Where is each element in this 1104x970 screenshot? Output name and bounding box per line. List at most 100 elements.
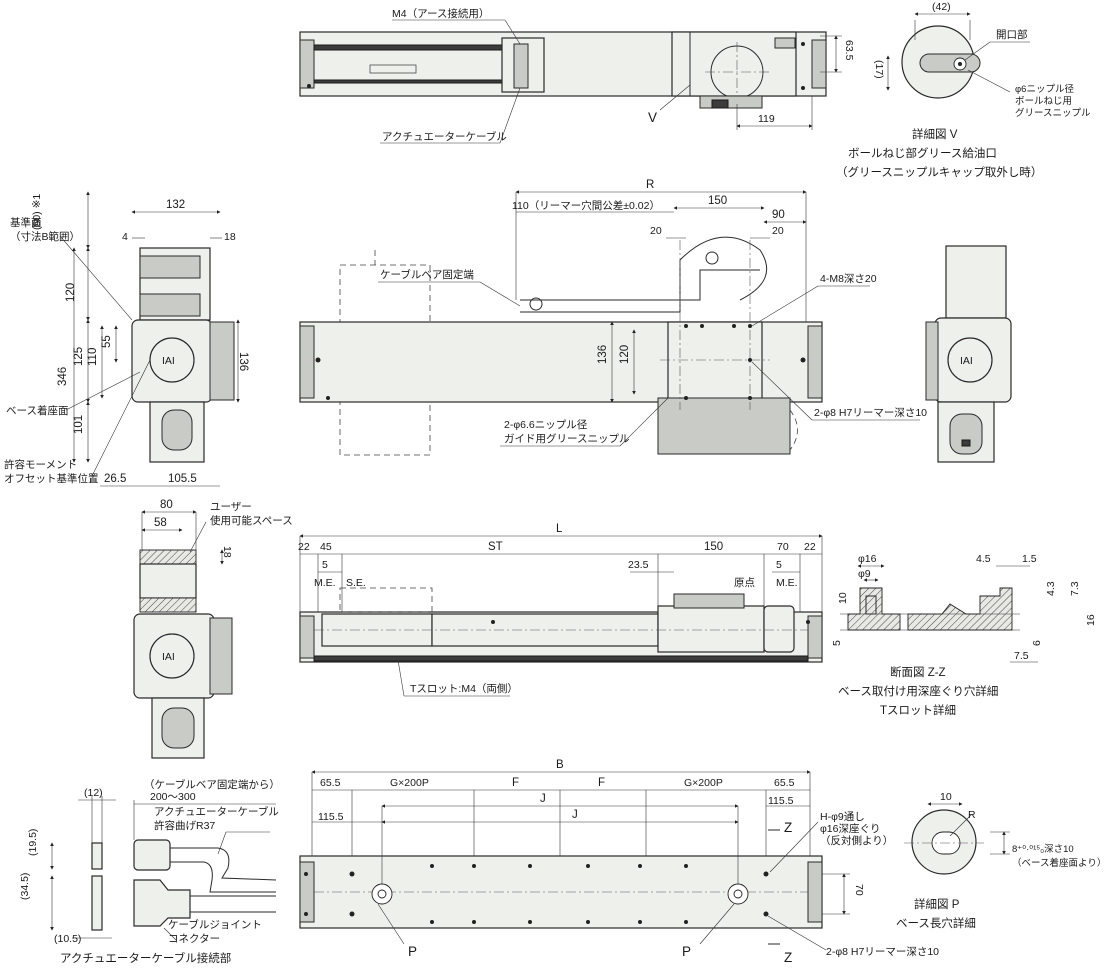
dim-120-front: 120 — [619, 345, 631, 364]
dim-4-5: 4.5 — [976, 553, 991, 565]
view-z-bottom: Z — [784, 950, 792, 965]
label-nipple-3: グリースニップル — [1015, 107, 1091, 119]
bottom-view: B 65.5 G×200P F F G×200P 65.5 J 115.5 11… — [299, 759, 939, 965]
end-view: IAI 132 4 18 (50) ※1 120 346 125 110 55 … — [4, 191, 249, 487]
front-view: R 110（リーマー穴間公差±0.02） 150 90 20 20 136 12… — [299, 179, 927, 456]
dim-132: 132 — [166, 199, 185, 211]
dim-17: (17) — [873, 60, 885, 79]
dim-J-upper: J — [540, 793, 546, 805]
dim-R: R — [646, 179, 654, 191]
dim-101: 101 — [73, 415, 85, 434]
top-view: 63.5 119 M4（アース接続用） アクチュエーターケーブル V — [299, 7, 855, 144]
view-z-top: Z — [784, 820, 792, 835]
dim-23-5: 23.5 — [628, 559, 649, 571]
dim-L: L — [556, 523, 563, 535]
dim-80: 80 — [160, 499, 173, 511]
label-cable-bend-2: 許容曲げR37 — [154, 819, 215, 832]
label-origin: 原点 — [734, 577, 755, 589]
label-me-right: M.E. — [776, 577, 798, 589]
dim-16-section: 16 — [1085, 614, 1097, 626]
dim-120-end: 120 — [65, 283, 77, 302]
label-reamer-hole-front: 2-φ8 H7リーマー深さ10 — [814, 407, 927, 419]
dim-1-5: 1.5 — [1022, 553, 1037, 565]
dim-B: B — [556, 759, 564, 771]
dim-63-5: 63.5 — [843, 40, 855, 61]
dim-115-5-left: 115.5 — [318, 811, 344, 823]
dim-6-section: 6 — [1031, 640, 1043, 646]
right-end-view: IAI — [925, 245, 1012, 463]
dim-4-3: 4.3 — [1045, 581, 1057, 596]
dim-J-lower: J — [572, 809, 578, 821]
dim-34-5: (34.5) — [19, 873, 31, 900]
dim-125: 125 — [73, 347, 85, 366]
logo-iai-right-view: IAI — [960, 355, 973, 367]
dim-55: 55 — [101, 335, 113, 348]
dim-10-section: 10 — [837, 592, 849, 604]
detail-v-title: 詳細図 V — [912, 127, 958, 141]
dim-phi16: φ16 — [858, 553, 877, 565]
dim-22-left: 22 — [298, 541, 310, 553]
dim-136-front: 136 — [597, 345, 609, 364]
label-cable-bear-from-2: 200～300 — [150, 791, 196, 803]
label-cable-bend-1: アクチュエーターケーブル — [154, 805, 279, 818]
detail-v-sub-1: ボールねじ部グリース給油口 — [848, 146, 997, 160]
dim-90: 90 — [772, 209, 785, 221]
detail-p: 10 R 8⁺⁰·⁰¹⁵₀深さ10 （ベース着座面より） 詳細図 P ベース長穴… — [896, 791, 1104, 930]
dim-136-end: 136 — [237, 352, 249, 371]
label-cable-joint-2: コネクター — [168, 933, 220, 945]
label-base-mount-face: ベース着座面 — [6, 404, 68, 417]
dim-70-side: 70 — [777, 541, 789, 553]
dim-4: 4 — [122, 231, 128, 243]
dim-110-end: 110 — [87, 348, 99, 366]
logo-iai-lower: IAI — [162, 651, 175, 663]
label-moment-offset-1: 許容モーメント — [4, 458, 77, 471]
dim-5-right: 5 — [776, 559, 782, 571]
dim-119: 119 — [758, 113, 775, 125]
label-user-space-2: 使用可能スペース — [210, 514, 293, 527]
dim-5-left: 5 — [322, 559, 328, 571]
side-view: L 22 45 ST 150 70 22 5 M.E. S.E. 23.5 5 … — [298, 523, 823, 697]
dim-58: 58 — [154, 517, 167, 529]
dim-18-lower: 18 — [221, 546, 233, 558]
dim-R-detail-p: R — [968, 809, 976, 821]
section-sub-2: Tスロット詳細 — [880, 703, 956, 717]
detail-v-sub-2: （グリースニップルキャップ取外し時） — [836, 165, 1042, 179]
dim-phi9: φ9 — [858, 568, 871, 580]
label-guide-nipple-2: ガイド用グリースニップル — [504, 432, 629, 445]
dim-22-right: 22 — [804, 541, 816, 553]
dim-12: (12) — [84, 787, 103, 799]
section-z-z: φ16 φ9 4.5 1.5 10 5 4.3 7.3 16 6 7.5 断面図… — [831, 553, 1097, 717]
dim-7-5: 7.5 — [1014, 650, 1029, 662]
label-m4-earth: M4（アース接続用） — [392, 7, 489, 20]
label-slot-tolerance: 8⁺⁰·⁰¹⁵₀深さ10 — [1012, 844, 1074, 855]
dim-10-detail-p: 10 — [940, 791, 952, 803]
view-p-right: P — [682, 944, 691, 959]
dim-ST: ST — [488, 541, 503, 553]
dim-150-front: 150 — [708, 195, 727, 207]
label-user-space-1: ユーザー — [210, 501, 252, 513]
cable-connection-title: アクチュエーターケーブル接続部 — [60, 951, 231, 965]
dim-346: 346 — [57, 367, 69, 386]
dim-70-bottom: 70 — [853, 884, 865, 896]
label-me-left: M.E. — [314, 577, 336, 589]
end-view-lower: IAI 80 58 18 ユーザー 使用可能スペース — [133, 499, 293, 759]
dim-F-right: F — [598, 777, 605, 789]
dim-19-5: (19.5) — [27, 829, 39, 856]
label-reference-face-2: （寸法B範囲） — [10, 230, 80, 243]
detail-p-title: 詳細図 P — [914, 897, 960, 911]
detail-p-sub: ベース長穴詳細 — [896, 916, 976, 930]
dim-65-5-left: 65.5 — [320, 777, 341, 789]
label-moment-offset-2: オフセット基準位置 — [4, 472, 99, 485]
cable-connection: (12) (19.5) (34.5) (10.5) （ケーブルベア固定端から） … — [19, 778, 280, 965]
dim-F-left: F — [512, 777, 519, 789]
dim-18-end: 18 — [224, 231, 236, 243]
dim-g-right: G×200P — [684, 777, 723, 789]
dim-20-left: 20 — [650, 225, 662, 237]
dim-65-5-right: 65.5 — [774, 777, 795, 789]
section-title: 断面図 Z-Z — [890, 665, 946, 679]
dim-10-5: (10.5) — [54, 933, 81, 945]
label-m8-depth: 4-M8深さ20 — [820, 273, 877, 285]
view-p-left: P — [408, 944, 417, 959]
label-slot-note: （ベース着座面より） — [1012, 857, 1104, 869]
